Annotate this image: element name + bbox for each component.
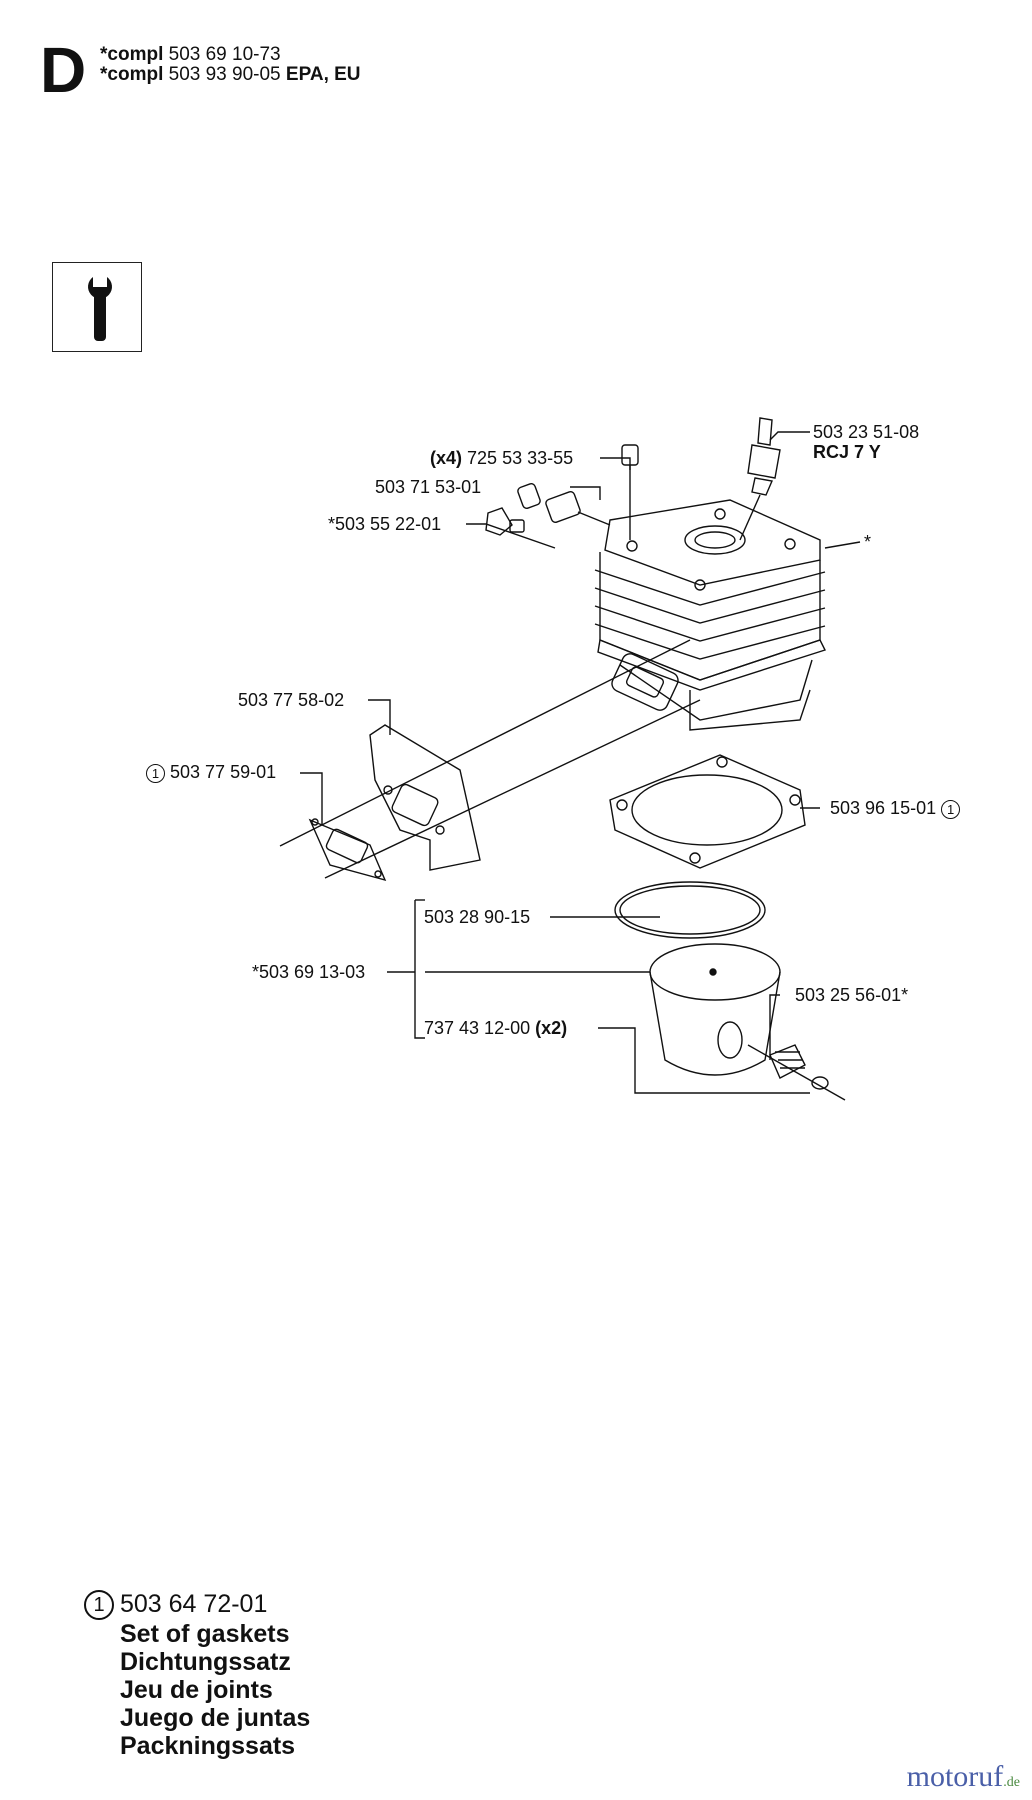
label-decomp-valve: 503 71 53-01 (375, 477, 482, 497)
label-exhaust-plate: 503 77 58-02 (238, 690, 345, 710)
leader-cylinder (824, 541, 861, 549)
leader-needle-bearing (769, 994, 780, 1060)
label-screw: (x4) 725 53 33-55 (430, 448, 573, 468)
leader-plug (466, 523, 556, 549)
label-needle-bearing: 503 25 56-01* (795, 985, 909, 1005)
label-exhaust-gasket: 1 503 77 59-01 (146, 762, 276, 783)
legend-part-no: 503 64 72-01 (120, 1590, 268, 1618)
screw-qty: (x4) (430, 448, 463, 468)
watermark-logo: motoruf.de (907, 1760, 1020, 1794)
circlip-qty: (x2) (535, 1018, 568, 1038)
plug-drawing (485, 507, 525, 536)
label-spark-plug-type: RCJ 7 Y (813, 442, 881, 462)
label-piston-kit: *503 69 13-03 (252, 962, 366, 982)
complete-assembly-1: *compl 503 69 10-73 (100, 44, 281, 66)
decompression-valve-drawing (517, 483, 611, 526)
circlip-part: 737 43 12-00 (424, 1018, 531, 1038)
compl-part-1: 503 69 10-73 (168, 44, 281, 65)
tool-icon-box (52, 262, 142, 352)
cylinder-drawing (594, 499, 826, 731)
piston-drawing (649, 943, 781, 1076)
label-base-gasket: 503 96 15-01 1 (830, 798, 961, 819)
leader-exhaust-gasket (300, 772, 323, 825)
legend-marker-icon: 1 (84, 1590, 114, 1621)
spark-plug-drawing (739, 417, 781, 541)
legend-name-en: Set of gaskets (120, 1620, 290, 1649)
circlip-drawing (811, 1076, 829, 1090)
label-spark-plug: 503 23 51-08 (813, 422, 920, 442)
leader-exhaust-plate (368, 699, 391, 735)
needle-bearing-drawing (769, 1044, 806, 1079)
exhaust-gasket-part: 503 77 59-01 (170, 762, 277, 782)
compl-suffix-2: EPA, EU (285, 64, 361, 85)
legend-name-de: Dichtungssatz (120, 1648, 291, 1677)
watermark-tld: .de (1003, 1775, 1020, 1790)
leader-screw (600, 457, 631, 470)
label-plug: *503 55 22-01 (328, 514, 442, 534)
leader-spark-plug (769, 431, 810, 441)
leader-valve (570, 486, 601, 500)
label-circlip: 737 43 12-00 (x2) (424, 1018, 567, 1038)
compl-part-2: 503 93 90-05 (168, 64, 281, 85)
wrench-screwdriver-icon (88, 277, 112, 341)
legend-name-es: Juego de juntas (120, 1704, 311, 1733)
legend-name-fr: Jeu de joints (120, 1676, 273, 1705)
exhaust-plate-drawing (369, 724, 481, 871)
legend-name-sv: Packningssats (120, 1732, 296, 1761)
base-gasket-part: 503 96 15-01 (830, 798, 937, 818)
complete-assembly-2: *compl 503 93 90-05 EPA, EU (100, 64, 361, 86)
label-cylinder: * (864, 532, 872, 552)
section-letter: D (40, 34, 87, 106)
leader-circlip (598, 1027, 810, 1094)
base-gasket-drawing (609, 754, 806, 869)
label-ring: 503 28 90-15 (424, 907, 531, 927)
compl-word-1: *compl (100, 44, 164, 65)
screw-part: 725 53 33-55 (467, 448, 574, 468)
gasket-set-marker-icon: 1 (941, 799, 961, 819)
compl-word-2: *compl (100, 64, 164, 85)
piston-ring-drawing (614, 881, 766, 939)
watermark-brand: motoruf (906, 1760, 1004, 1793)
exhaust-gasket-drawing (308, 818, 387, 882)
gasket-set-marker-icon: 1 (146, 763, 165, 783)
